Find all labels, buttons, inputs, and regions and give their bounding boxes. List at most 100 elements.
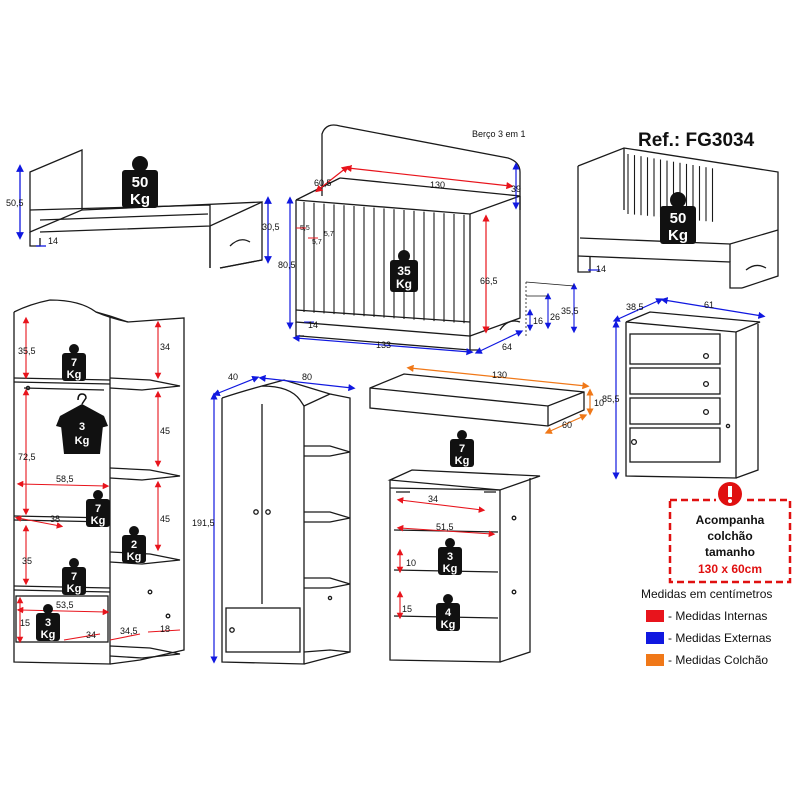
shelf-h-label: 34 bbox=[86, 630, 96, 640]
weight-badge-sofa: 50 Kg bbox=[660, 192, 696, 244]
weight-dresser-top-value: 7 bbox=[459, 443, 465, 455]
weight-badge-hanger: 3 Kg bbox=[75, 421, 90, 447]
weight-badge-dresser-top: 7 Kg bbox=[450, 430, 474, 467]
alert-icon bbox=[718, 482, 742, 506]
mattress-notice: Acompanha colchão tamanho 130 x 60cm bbox=[668, 482, 792, 584]
bed-dims: 50,5 30,5 14 bbox=[6, 164, 280, 264]
bed-foot-label: 14 bbox=[48, 236, 58, 246]
weight-dresser-d2-value: 4 bbox=[445, 607, 452, 619]
weight-crib-unit: Kg bbox=[396, 277, 412, 291]
notice-line-3: tamanho bbox=[705, 545, 755, 559]
shelf-e-label: 35 bbox=[22, 556, 32, 566]
crib-caption: Berço 3 em 1 bbox=[472, 129, 526, 139]
weight-drawer-low-unit: Kg bbox=[41, 629, 56, 641]
shelf-d-label: 38 bbox=[50, 514, 60, 524]
wardrobe bbox=[221, 379, 351, 665]
legend: Medidas em centímetros - Medidas Interna… bbox=[641, 587, 772, 667]
crib-b-label: 26 bbox=[550, 312, 560, 322]
shelf-k-label: 34 bbox=[160, 342, 170, 352]
crib-depth-label: 60,5 bbox=[314, 178, 332, 188]
sofa-dims: 14 bbox=[588, 264, 606, 274]
weight-sofa-value: 50 bbox=[670, 210, 687, 227]
chest-depth-label: 38,5 bbox=[626, 302, 644, 312]
shelf-a-label: 35,5 bbox=[18, 346, 36, 356]
crib-c-label: 35,5 bbox=[561, 306, 579, 316]
weight-dresser-d2-unit: Kg bbox=[441, 619, 456, 631]
legend-swatch-mattress bbox=[646, 654, 664, 666]
wardrobe-width-label: 80 bbox=[302, 372, 312, 382]
crib-dims: 60,5 130 39 80,5 66,5 5,5 5,7 5,7 14 133… bbox=[278, 162, 579, 356]
sofa-foot-label: 14 bbox=[596, 264, 606, 274]
crib-dep-label: 64 bbox=[502, 342, 512, 352]
mattress-depth-label: 60 bbox=[562, 420, 572, 430]
chest-of-drawers bbox=[625, 311, 761, 479]
crib-width-label: 130 bbox=[430, 180, 445, 190]
mattress-width-label: 130 bbox=[492, 370, 507, 380]
weight-badge-shelf2: 7 Kg bbox=[86, 490, 110, 527]
junior-bed bbox=[29, 149, 263, 269]
weight-shelf1-unit: Kg bbox=[67, 369, 82, 381]
weight-badge-bed: 50 Kg bbox=[122, 156, 158, 208]
weight-bed-value: 50 bbox=[132, 174, 149, 191]
weight-sofa-unit: Kg bbox=[668, 227, 688, 244]
dresser-c-label: 10 bbox=[406, 558, 416, 568]
shelf-l-label: 45 bbox=[160, 426, 170, 436]
weight-shelf3-unit: Kg bbox=[67, 583, 82, 595]
weight-side-value: 2 bbox=[131, 539, 137, 551]
weight-shelf3-value: 7 bbox=[71, 571, 77, 583]
weight-dresser-d1-unit: Kg bbox=[443, 563, 458, 575]
weight-shelf2-value: 7 bbox=[95, 503, 101, 515]
weight-shelf2-unit: Kg bbox=[91, 515, 106, 527]
shelf-f-label: 53,5 bbox=[56, 600, 74, 610]
shelf-g-label: 15 bbox=[20, 618, 30, 628]
bed-side-label: 30,5 bbox=[262, 222, 280, 232]
shelf-j-label: 18 bbox=[160, 624, 170, 634]
wardrobe-dims: 40 80 191,5 bbox=[192, 372, 356, 664]
chest-dims: 38,5 61 85,5 bbox=[602, 297, 766, 480]
weight-drawer-low-value: 3 bbox=[45, 617, 51, 629]
mattress-height-label: 10 bbox=[594, 398, 604, 408]
crib-a-label: 16 bbox=[533, 316, 543, 326]
hanger-icon bbox=[56, 393, 108, 454]
ref-label: Ref.: FG3034 bbox=[638, 130, 755, 151]
shelf-m-label: 45 bbox=[160, 514, 170, 524]
legend-title: Medidas em centímetros bbox=[641, 587, 772, 601]
shelf-c-label: 58,5 bbox=[56, 474, 74, 484]
weight-side-unit: Kg bbox=[127, 551, 142, 563]
weight-badge-crib: 35 Kg bbox=[390, 250, 418, 292]
sofa-bed bbox=[577, 147, 779, 289]
crib-height-label: 80,5 bbox=[278, 260, 296, 270]
weight-badge-side: 2 Kg bbox=[122, 526, 146, 563]
shelf-i-label: 34,5 bbox=[120, 626, 138, 636]
crib-headboard-label: 39 bbox=[511, 184, 521, 194]
legend-swatch-external bbox=[646, 632, 664, 644]
notice-line-1: Acompanha bbox=[696, 513, 765, 527]
weight-bed-unit: Kg bbox=[130, 191, 150, 208]
weight-dresser-d1-value: 3 bbox=[447, 551, 453, 563]
bookcase-dims: 35,5 72,5 58,5 38 35 53,5 15 34 34,5 18 … bbox=[14, 316, 181, 644]
legend-label-external: - Medidas Externas bbox=[668, 631, 771, 645]
crib-slat-label-2: 5,7 bbox=[312, 239, 322, 246]
wardrobe-height-label: 191,5 bbox=[192, 518, 215, 528]
weight-badge-drawer-low: 3 Kg bbox=[36, 604, 60, 641]
dresser-b-label: 51,5 bbox=[436, 522, 454, 532]
chest-width-label: 61 bbox=[704, 300, 714, 310]
crib-slats bbox=[303, 202, 465, 324]
weight-shelf1-value: 7 bbox=[71, 357, 77, 369]
weight-hanger-unit: Kg bbox=[75, 435, 90, 447]
weight-dresser-top-unit: Kg bbox=[455, 455, 470, 467]
weight-badge-dresser-d1: 3 Kg bbox=[438, 538, 462, 575]
crib-foot-label: 14 bbox=[308, 320, 318, 330]
dresser-a-label: 34 bbox=[428, 494, 438, 504]
chest-height-label: 85,5 bbox=[602, 394, 620, 404]
notice-line-4: 130 x 60cm bbox=[698, 562, 762, 576]
crib-length-label: 133 bbox=[376, 340, 391, 350]
wardrobe-depth-label: 40 bbox=[228, 372, 238, 382]
dresser-dims: 34 51,5 10 15 bbox=[396, 494, 496, 620]
legend-label-internal: - Medidas Internas bbox=[668, 609, 767, 623]
legend-label-mattress: - Medidas Colchão bbox=[668, 653, 768, 667]
shelf-b-label: 72,5 bbox=[18, 452, 36, 462]
weight-hanger-value: 3 bbox=[79, 421, 85, 433]
weight-badge-shelf1: 7 Kg bbox=[62, 344, 86, 381]
